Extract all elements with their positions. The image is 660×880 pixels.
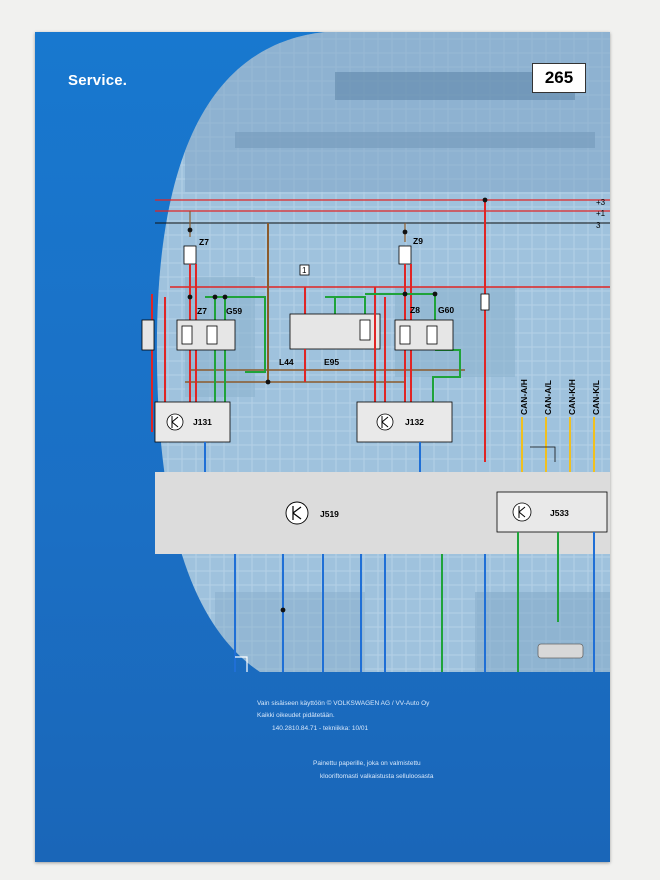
manual-back-cover: +3 +1 3 1 Z7 Z7 G59: [35, 32, 610, 862]
can-label: CAN-K/H: [567, 379, 577, 415]
marker-box-1: 1: [302, 266, 307, 275]
component-label: E95: [324, 357, 339, 367]
control-unit-label: J132: [405, 417, 424, 427]
can-label: CAN-K/L: [591, 380, 601, 415]
fuse-label: Z7: [199, 237, 209, 247]
fuse-label: Z9: [413, 236, 423, 246]
can-label: CAN-A/L: [543, 380, 553, 415]
rail-label: +1: [596, 209, 606, 218]
paper-note-line-2: klooriftomasti valkaistusta selluloosast…: [320, 773, 434, 780]
sensor-label: G59: [226, 306, 242, 316]
page-number-box: 265: [532, 63, 586, 93]
control-unit-label: J519: [320, 509, 339, 519]
wiring-diagram: +3 +1 3 1 Z7 Z7 G59: [141, 32, 610, 672]
service-logo-text: Service.: [68, 72, 128, 89]
part-number-text: 140.2810.84.71 - tekniikka: 10/01: [272, 725, 369, 732]
fuse-label: Z7: [197, 306, 207, 316]
sensor-label: G60: [438, 305, 454, 315]
rail-label: +3: [596, 198, 606, 207]
diagnostic-connector-icon: [537, 643, 584, 659]
fuse-label: Z8: [410, 305, 420, 315]
control-unit-label: J131: [193, 417, 212, 427]
control-unit-label: J533: [550, 508, 569, 518]
component-label: L44: [279, 357, 294, 367]
rights-text: Kaikki oikeudet pidätetään.: [257, 712, 335, 719]
paper-note-line-1: Painettu paperille, joka on valmistettu: [313, 760, 421, 767]
can-label: CAN-A/H: [519, 379, 529, 415]
rail-label: 3: [596, 221, 601, 230]
copyright-text: Vain sisäiseen käyttöön © VOLKSWAGEN AG …: [257, 700, 430, 707]
